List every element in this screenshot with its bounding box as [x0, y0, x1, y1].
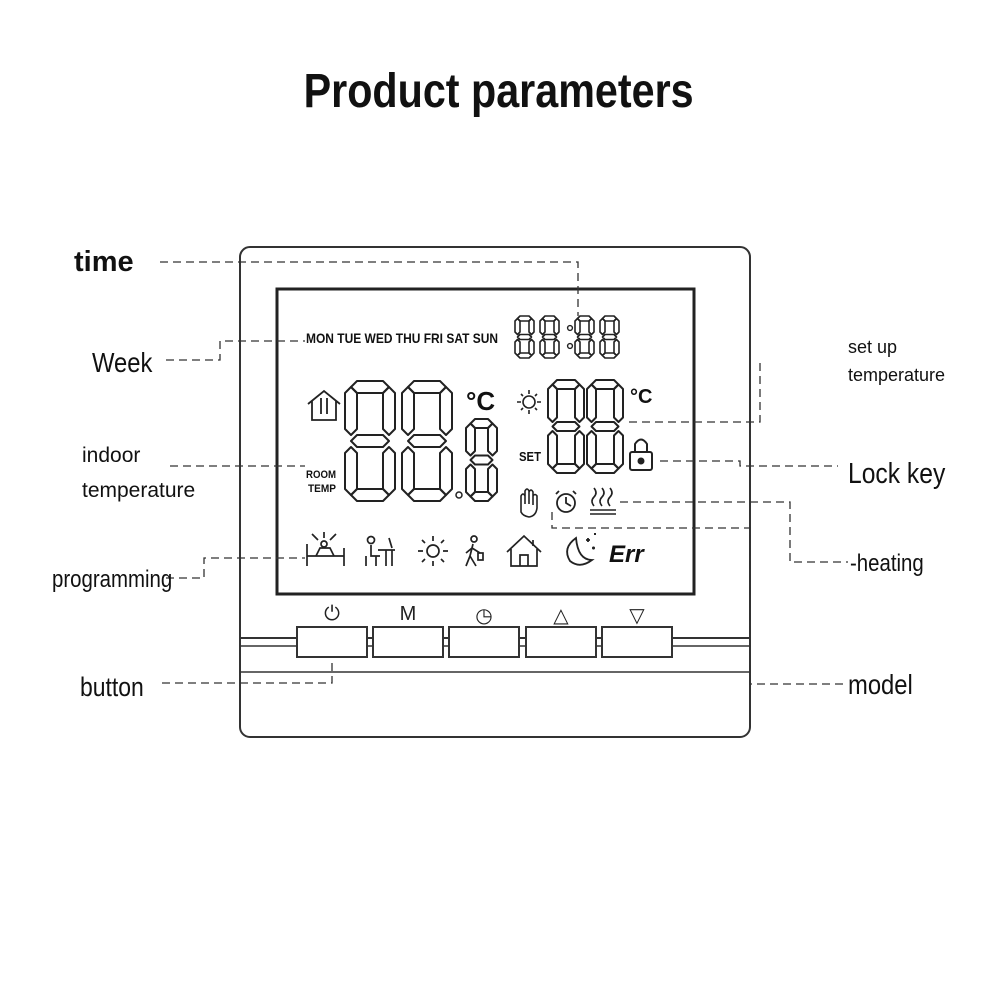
mode-button[interactable] — [372, 626, 444, 658]
mode-icon: M — [399, 603, 417, 625]
callout-indoor-line2: temperature — [82, 479, 196, 502]
clock-button[interactable] — [448, 626, 520, 658]
sun-setting-icon — [517, 390, 541, 414]
work-desk-icon — [365, 535, 395, 566]
indoor-celsius-unit: °C — [466, 386, 495, 416]
set-temp-digits — [547, 379, 624, 474]
callout-time: time — [74, 246, 134, 278]
callout-heating: -heating — [850, 550, 924, 577]
thermostat-housing — [239, 246, 751, 738]
clock-icon: ◷ — [475, 605, 493, 627]
leaving-person-icon — [465, 535, 484, 567]
error-indicator: Err — [609, 541, 645, 568]
time-digit — [539, 315, 560, 359]
time-digits — [514, 315, 620, 359]
callout-lock-key: Lock key — [848, 458, 946, 490]
sun-day-icon — [418, 536, 448, 566]
indoor-decimal-digit — [465, 418, 498, 502]
lock-leader — [660, 460, 838, 467]
weekday-strip: MON TUE WED THU FRI SAT SUN — [306, 330, 498, 346]
indoor-digit — [401, 380, 453, 502]
lock-icon — [629, 438, 653, 471]
lcd-screen — [275, 287, 696, 596]
time-digit — [599, 315, 620, 359]
heating-icon — [590, 487, 616, 515]
indoor-digit — [344, 380, 396, 502]
up-arrow-icon: △ — [553, 605, 569, 627]
down-arrow-icon: ▽ — [629, 605, 645, 627]
home-icon — [506, 534, 542, 567]
set-digit — [586, 379, 624, 474]
time-leader — [160, 261, 579, 316]
set-digit — [547, 379, 585, 474]
programming-leader — [166, 557, 305, 579]
decimal-point — [455, 491, 463, 499]
time-digit — [574, 315, 595, 359]
indoor-temp-digits — [344, 380, 498, 502]
down-button[interactable] — [601, 626, 673, 658]
callout-button: button — [80, 672, 144, 702]
page-title: Product parameters — [303, 65, 694, 118]
time-colon-dot — [566, 342, 574, 350]
callout-programming: programming — [52, 566, 173, 593]
temp-label: TEMP — [308, 483, 336, 495]
clock-mode-icon — [555, 490, 577, 513]
up-button[interactable] — [525, 626, 597, 658]
callout-week: Week — [92, 347, 153, 378]
manual-hand-icon — [520, 488, 538, 518]
night-moon-icon — [566, 533, 596, 566]
leader-lines — [160, 261, 848, 685]
setup-leader — [624, 363, 761, 423]
wake-up-icon — [306, 532, 345, 566]
power-icon: ⏻ — [324, 603, 340, 625]
callout-setup-line2: temperature — [848, 365, 946, 385]
callout-setup-line1: set up — [848, 337, 898, 357]
callout-model: model — [848, 669, 913, 700]
house-thermometer-icon — [307, 389, 341, 421]
button-row — [296, 626, 673, 658]
week-leader — [166, 340, 305, 361]
heating-leader — [620, 501, 848, 563]
time-digit — [514, 315, 535, 359]
room-label: ROOM — [306, 469, 336, 481]
callout-indoor-line1: indoor — [82, 444, 141, 467]
power-button[interactable] — [296, 626, 368, 658]
button-leader — [162, 662, 333, 684]
set-celsius-unit: °C — [630, 386, 652, 408]
set-label: SET — [519, 449, 541, 464]
time-colon-dot — [566, 324, 574, 332]
model-leader — [551, 512, 846, 685]
